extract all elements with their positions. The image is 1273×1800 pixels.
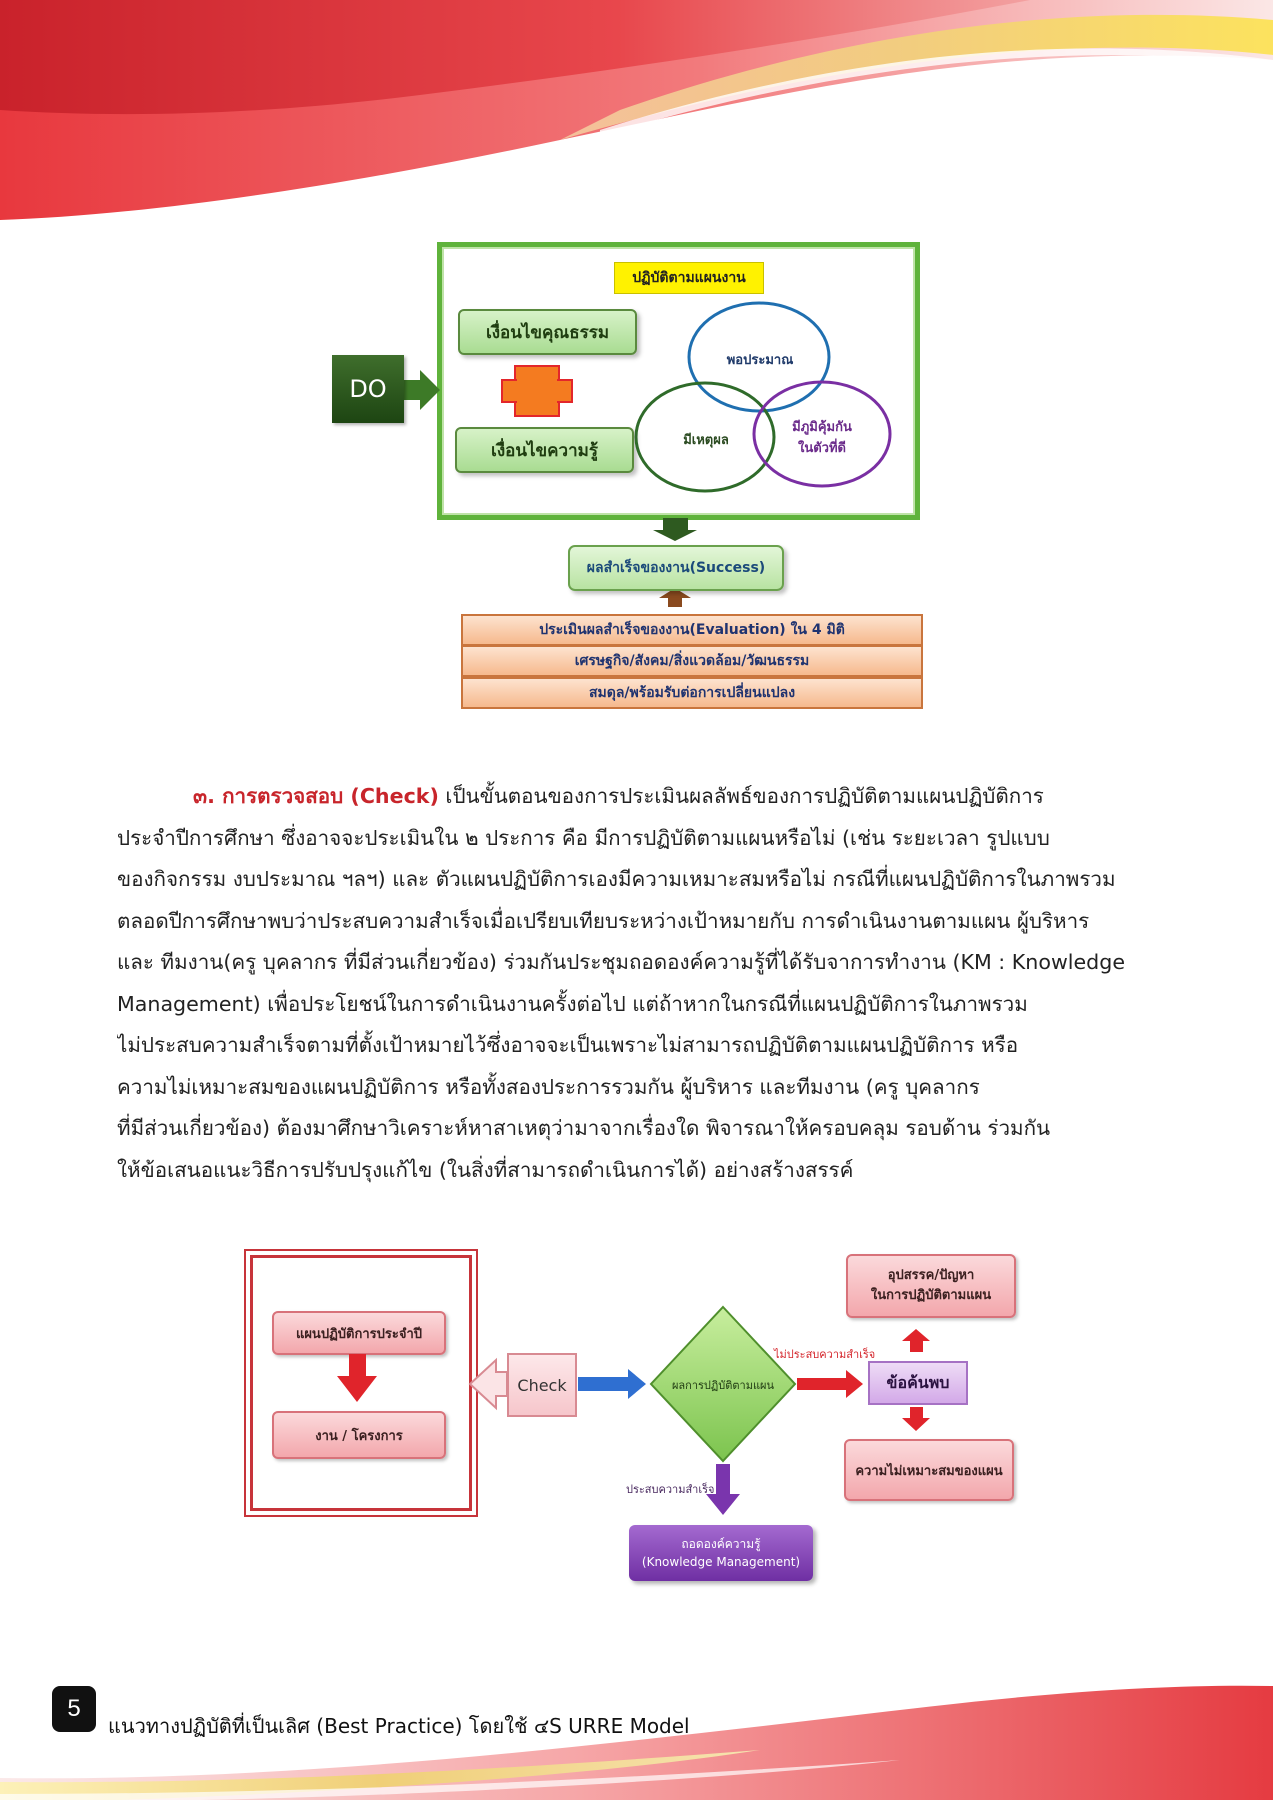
red-right-arrow-icon [797,1370,863,1398]
success-box: ผลสำเร็จของงาน(Success) [568,545,784,591]
up-arrow-icon [659,588,691,607]
paragraph-line: ๓. การตรวจสอบ (Check) เป็นขั้นตอนของการป… [193,784,1044,808]
paragraph-line: ไม่ประสบความสำเร็จตามที่ตั้งเป้าหมายไว้ซ… [117,1033,1019,1057]
do-label: DO [332,355,404,423]
result-label: ผลการปฏิบัติตามแผน [671,1379,775,1392]
down-arrow-icon [653,518,697,541]
moderation-circle [687,301,831,413]
findings-box: ข้อค้นพบ [868,1361,968,1405]
page-number: 5 [52,1686,96,1732]
moderation-label: พอประมาณ [726,353,794,368]
paragraph-line: ความไม่เหมาะสมของแผนปฏิบัติการ หรือทั้งส… [117,1074,980,1099]
paragraph-line: ของกิจกรรม งบประมาณ ฯลฯ) และ ตัวแผนปฏิบั… [117,867,1116,891]
header-wave-decoration [0,0,1273,220]
red-up-arrow-icon [902,1329,930,1352]
immunity-label: มีภูมิคุ้มกัน ในตัวที่ดี [792,420,852,456]
knowledge-management-box: ถอดองค์ความรู้ (Knowledge Management) [629,1525,813,1581]
paragraph-line: ประจำปีการศึกษา ซึ่งอาจจะประเมินใน ๒ ประ… [117,825,1050,850]
red-down-arrow-icon-2 [902,1407,930,1431]
annual-plan-box: แผนปฏิบัติการประจำปี [272,1311,446,1355]
paragraph-line: Management) เพื่อประโยชน์ในการดำเนินงานค… [117,991,1028,1016]
purple-down-arrow-icon [706,1464,740,1515]
paragraph-line: ที่มีส่วนเกี่ยวข้อง) ต้องมาศึกษาวิเคราะห… [117,1116,1051,1140]
do-arrow-icon [404,370,440,410]
red-down-arrow-icon [337,1354,377,1402]
paragraph-line: ให้ข้อเสนอแนะวิธีการปรับปรุงแก้ไข (ในสิ่… [117,1157,854,1182]
footer-wave-decoration [0,1685,1273,1800]
paragraph-line: และ ทีมงาน(ครู บุคลากร ที่มีส่วนเกี่ยวข้… [117,950,1125,974]
evaluation-row-3: สมดุล/พร้อมรับต่อการเปลี่ยนแปลง [461,677,923,709]
success-label: ประสบความสำเร็จ [626,1483,715,1496]
evaluation-row-2: เศรษฐกิจ/สังคม/สิ่งแวดล้อม/วัฒนธรรม [461,645,923,677]
obstacle-box: อุปสรรค/ปัญหา ในการปฏิบัติตามแผน [846,1254,1016,1318]
section-heading: ๓. การตรวจสอบ (Check) [193,784,439,808]
check-to-plan-arrow-icon [468,1357,508,1411]
result-diamond [649,1305,797,1463]
unsuitable-plan-box: ความไม่เหมาะสมของแผน [844,1439,1014,1501]
project-box: งาน / โครงการ [272,1411,446,1459]
check-paragraph: ๓. การตรวจสอบ (Check) เป็นขั้นตอนของการป… [117,776,1141,1191]
footer-title: แนวทางปฏิบัติที่เป็นเลิศ (Best Practice)… [108,1714,690,1738]
immunity-circle [752,380,892,488]
blue-arrow-icon [578,1369,646,1399]
paragraph-line: ตลอดปีการศึกษาพบว่าประสบความสำเร็จเมื่อเ… [117,908,1090,933]
practice-plan-label: ปฏิบัติตามแผนงาน [614,262,764,294]
fail-label: ไม่ประสบความสำเร็จ [774,1348,876,1361]
moral-condition-box: เงื่อนไขคุณธรรม [458,309,637,355]
check-box: Check [507,1353,577,1417]
plus-icon [501,365,573,417]
knowledge-condition-box: เงื่อนไขความรู้ [455,427,634,473]
reasonable-label: มีเหตุผล [683,433,729,448]
reasonable-circle [634,381,776,493]
